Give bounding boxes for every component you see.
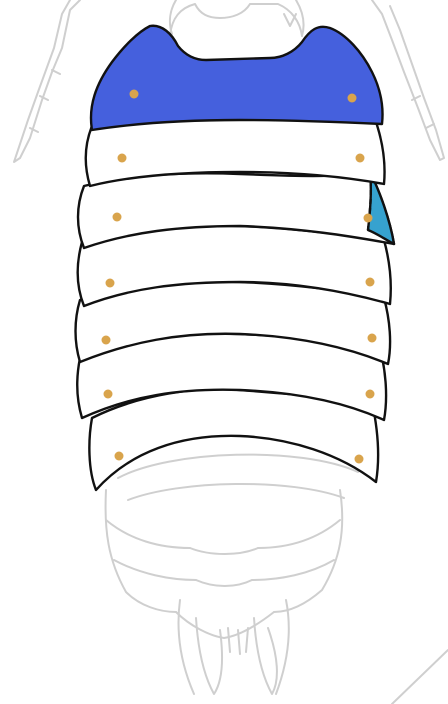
pleon-segment-1 xyxy=(118,455,358,478)
pleon-lobe-right xyxy=(252,520,340,580)
pereonite-1-plate xyxy=(91,26,383,130)
spot xyxy=(104,390,113,399)
uropod-right xyxy=(254,618,277,694)
spot xyxy=(368,334,377,343)
pleon-outline-left xyxy=(106,490,176,612)
head-outline xyxy=(170,4,302,36)
spot xyxy=(364,214,373,223)
pereon xyxy=(76,26,395,490)
spot xyxy=(366,390,375,399)
spot xyxy=(355,455,364,464)
pleon-lobe-left xyxy=(106,520,196,580)
spot xyxy=(115,452,124,461)
pleon-segment-2 xyxy=(128,484,344,500)
head-lobe-right xyxy=(296,0,304,36)
telson xyxy=(176,612,274,638)
left-antenna xyxy=(14,0,80,162)
spot xyxy=(348,94,357,103)
pleon-outline-right xyxy=(274,490,342,612)
spot xyxy=(106,279,115,288)
uropod-outer-left xyxy=(179,600,194,694)
pereonite-7-plate xyxy=(89,389,378,490)
pleon-midline xyxy=(190,548,258,586)
spot xyxy=(356,154,365,163)
spot xyxy=(118,154,127,163)
spot xyxy=(102,336,111,345)
spot xyxy=(366,278,375,287)
eye-left xyxy=(284,14,296,26)
corner-line xyxy=(392,650,448,704)
uropod-outer-right xyxy=(276,600,289,694)
spot xyxy=(113,213,122,222)
spot xyxy=(130,90,139,99)
right-antenna xyxy=(372,0,444,160)
